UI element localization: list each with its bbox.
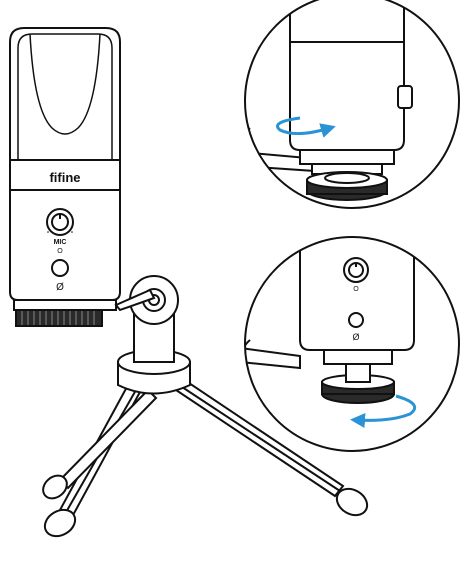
gain-knob-label: MIC — [54, 239, 67, 246]
detail-bottom-indicator-light: O — [353, 286, 359, 293]
detail-view-bottom: O Ø — [244, 236, 460, 452]
microphone-body: fifine MIC O Ø — [9, 27, 156, 327]
tripod-leg-back[interactable] — [39, 388, 158, 503]
mount-collar — [13, 288, 156, 327]
indicator-light: O — [57, 248, 63, 255]
mute-button[interactable] — [51, 259, 69, 277]
tripod-stand — [39, 275, 369, 538]
detail-view-top — [244, 0, 460, 209]
mute-icon: Ø — [56, 282, 64, 293]
detail-bottom-mute-icon: Ø — [352, 332, 359, 342]
logo-band: fifine — [9, 159, 121, 191]
brand-logo: fifine — [49, 170, 80, 185]
control-panel: MIC O Ø — [9, 189, 121, 301]
rotate-clockwise-arrow-icon — [276, 116, 336, 138]
microphone-grille — [9, 27, 121, 161]
gain-knob[interactable] — [46, 208, 74, 236]
tripod-arm[interactable] — [129, 275, 179, 363]
rotate-counterclockwise-arrow-icon — [350, 394, 417, 429]
